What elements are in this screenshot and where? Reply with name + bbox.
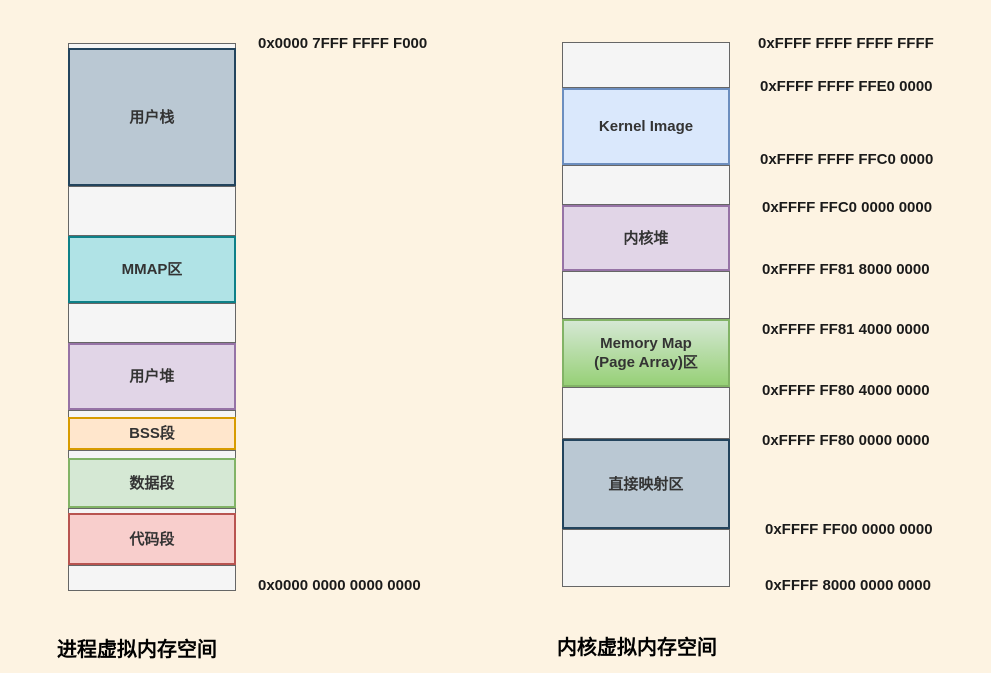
- memory-segment: 代码段: [68, 513, 236, 565]
- address-label: 0xFFFF FFFF FFE0 0000: [760, 78, 933, 95]
- address-label: 0x0000 7FFF FFFF F000: [258, 35, 428, 52]
- address-label: 0xFFFF FFC0 0000 0000: [762, 199, 933, 216]
- memory-gap-segment: [562, 387, 730, 439]
- memory-gap-segment: [562, 42, 730, 88]
- memory-gap-segment: [68, 186, 236, 236]
- address-label: 0xFFFF FF00 0000 0000: [765, 521, 933, 538]
- memory-gap-segment: [562, 271, 730, 319]
- memory-segment: 直接映射区: [562, 439, 730, 529]
- address-label: 0xFFFF FF81 8000 0000: [762, 261, 930, 278]
- address-label: 0xFFFF FF80 4000 0000: [762, 382, 930, 399]
- memory-segment: 用户栈: [68, 48, 236, 186]
- memory-gap-segment: [68, 303, 236, 343]
- address-label: 0xFFFF FFFF FFFF FFFF: [758, 35, 934, 52]
- memory-segment: Kernel Image: [562, 88, 730, 165]
- memory-gap-segment: [68, 565, 236, 591]
- process-diagram-caption: 进程虚拟内存空间: [57, 639, 217, 661]
- memory-segment: MMAP区: [68, 236, 236, 303]
- memory-gap-segment: [562, 165, 730, 205]
- address-label: 0xFFFF FF81 4000 0000: [762, 321, 930, 338]
- memory-segment: 数据段: [68, 458, 236, 508]
- memory-segment: BSS段: [68, 417, 236, 450]
- address-label: 0xFFFF FFFF FFC0 0000: [760, 151, 934, 168]
- address-label: 0xFFFF 8000 0000 0000: [765, 577, 931, 594]
- kernel-diagram-caption: 内核虚拟内存空间: [557, 637, 717, 659]
- memory-segment: 内核堆: [562, 205, 730, 271]
- memory-segment: Memory Map (Page Array)区: [562, 319, 730, 387]
- address-label: 0x0000 0000 0000 0000: [258, 577, 421, 594]
- memory-gap-segment: [562, 529, 730, 587]
- address-label: 0xFFFF FF80 0000 0000: [762, 432, 930, 449]
- memory-segment: 用户堆: [68, 343, 236, 410]
